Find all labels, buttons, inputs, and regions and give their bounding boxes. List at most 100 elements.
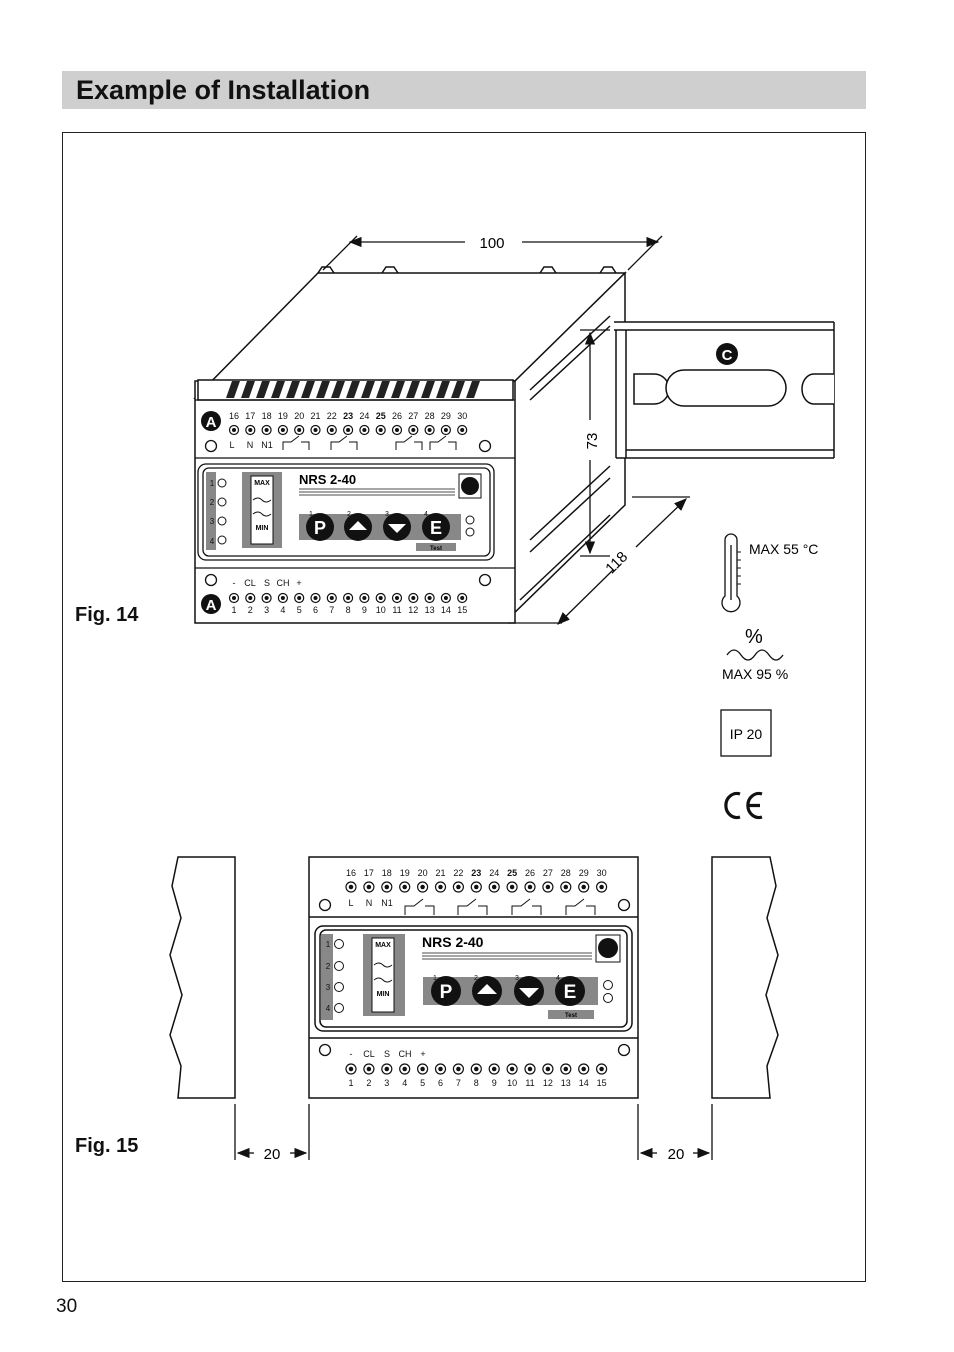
fig14-top-terminal-screw-center	[378, 427, 383, 433]
svg-text:A: A	[206, 414, 217, 431]
fig14-bottom-terminal-number: 1	[231, 605, 236, 615]
fig15-top-terminal-number: 30	[597, 868, 607, 878]
fig-15-model-label: NRS 2-40	[422, 934, 484, 950]
fig15-top-terminal-number: 16	[346, 868, 356, 878]
fig15-bottom-terminal-number: 1	[348, 1078, 353, 1088]
fig-14-front-panel	[195, 399, 515, 569]
fig-14-model-underline	[299, 488, 455, 496]
svg-text:2: 2	[326, 962, 331, 971]
section-title-bar: Example of Installation	[62, 71, 866, 109]
fig15-top-terminal-number: 24	[489, 868, 499, 878]
fig14-bottom-terminal-screw-center	[231, 595, 237, 601]
fig14-top-terminal-number: 24	[359, 411, 369, 421]
svg-text:P: P	[314, 518, 326, 538]
fig15-bottom-terminal-screw-center	[545, 1066, 551, 1072]
svg-text:+: +	[420, 1049, 425, 1059]
fig14-top-terminal-screw-center	[280, 427, 285, 433]
fig14-bottom-terminal-screw-center	[411, 595, 416, 601]
fig14-top-terminal-number: 21	[310, 411, 320, 421]
fig15-bottom-terminal-screw-center	[491, 1066, 497, 1072]
fig15-bottom-terminal-number: 12	[543, 1078, 553, 1088]
fig14-top-terminal-screw-center	[411, 427, 416, 433]
fig-14-level-gauge: MAX MIN	[242, 472, 282, 548]
svg-text:E: E	[564, 982, 577, 1003]
svg-text:1: 1	[309, 511, 313, 518]
svg-text:CH: CH	[277, 578, 290, 588]
fig14-bottom-terminal-number: 10	[376, 605, 386, 615]
svg-text:+: +	[296, 578, 301, 588]
fig14-top-terminal-number: 19	[278, 411, 288, 421]
fig14-bottom-terminal-number: 8	[346, 605, 351, 615]
fig14-bottom-terminal-screw-center	[443, 595, 448, 601]
fig14-top-terminal-screw-center	[264, 427, 269, 433]
fig15-top-terminal-screw-center	[545, 884, 551, 890]
svg-text:S: S	[264, 578, 270, 588]
fig15-top-terminal-screw-center	[599, 884, 604, 890]
fig15-top-terminal-number: 22	[453, 868, 463, 878]
svg-text:-: -	[233, 578, 236, 588]
fig14-bottom-terminal-number: 6	[313, 605, 318, 615]
fig-14-top-signals: L N N1	[229, 440, 272, 450]
fig14-bottom-terminal-screw-center	[362, 595, 367, 601]
svg-text:Test: Test	[565, 1013, 577, 1019]
fig15-bottom-terminal-number: 11	[525, 1078, 534, 1088]
svg-text:N1: N1	[261, 440, 273, 450]
fig-14-model-label: NRS 2-40	[299, 472, 356, 487]
fig14-bottom-terminal-number: 7	[329, 605, 334, 615]
svg-text:C: C	[722, 347, 733, 364]
fig14-top-terminal-number: 18	[262, 411, 272, 421]
fig15-bottom-terminal-screw-center	[581, 1066, 586, 1072]
fig14-bottom-terminal-screw-center	[329, 595, 334, 601]
fig14-top-terminal-number: 30	[457, 411, 467, 421]
fig14-bottom-terminal-number: 13	[425, 605, 435, 615]
svg-text:Test: Test	[430, 546, 442, 552]
svg-text:1: 1	[433, 975, 437, 982]
svg-text:MIN: MIN	[256, 525, 269, 532]
fig14-top-terminal-number: 26	[392, 411, 402, 421]
dimension-height-value: 73	[584, 433, 601, 450]
fig-15-model-underline	[422, 952, 592, 960]
fig-15-left-wall	[169, 856, 236, 1099]
svg-text:-: -	[350, 1049, 353, 1059]
fig14-bottom-terminal-number: 5	[297, 605, 302, 615]
fig15-top-terminal-screw-center	[474, 884, 479, 890]
fig-14-bottom-signals: - CL S CH +	[233, 578, 302, 588]
svg-text:2: 2	[474, 975, 478, 982]
fig15-top-terminal-number: 28	[561, 868, 571, 878]
dimension-depth-value: 118	[602, 548, 631, 577]
fig15-top-terminal-number: 23	[471, 868, 481, 878]
fig15-top-terminal-number: 21	[435, 868, 445, 878]
fig15-bottom-terminal-screw-center	[402, 1066, 407, 1072]
svg-text:3: 3	[385, 511, 389, 518]
fig14-top-terminal-number: 28	[425, 411, 435, 421]
rail-marker-c: C	[716, 343, 738, 365]
fig14-top-terminal-screw-center	[313, 427, 318, 433]
fig14-bottom-terminal-number: 9	[362, 605, 367, 615]
fig14-top-terminal-number: 27	[408, 411, 418, 421]
fig14-bottom-terminal-screw-center	[264, 595, 269, 601]
clearance-dimensions	[234, 1104, 713, 1160]
fig15-top-terminal-number: 25	[507, 868, 517, 878]
fig14-top-terminal-number: 20	[294, 411, 304, 421]
fig14-bottom-terminal-number: 11	[392, 605, 401, 615]
svg-text:P: P	[440, 982, 453, 1003]
svg-text:3: 3	[326, 983, 331, 992]
fig14-bottom-terminal-screw-center	[313, 595, 318, 601]
fig15-bottom-terminal-number: 9	[492, 1078, 497, 1088]
fig14-top-terminal-screw-center	[394, 427, 400, 433]
fig15-bottom-terminal-number: 5	[420, 1078, 425, 1088]
fig14-bottom-terminal-screw-center	[427, 595, 432, 601]
fig15-bottom-terminal-number: 13	[561, 1078, 571, 1088]
svg-text:E: E	[430, 518, 442, 538]
fig14-top-terminal-screw-center	[427, 427, 432, 433]
fig-15-top-terminal-screws	[345, 881, 608, 893]
svg-text:3: 3	[515, 975, 519, 982]
fig14-top-terminal-screw-center	[297, 427, 302, 433]
din-rail	[614, 321, 835, 459]
terminal-marker-a-bottom: A	[201, 594, 221, 614]
fig15-top-terminal-number: 18	[382, 868, 392, 878]
